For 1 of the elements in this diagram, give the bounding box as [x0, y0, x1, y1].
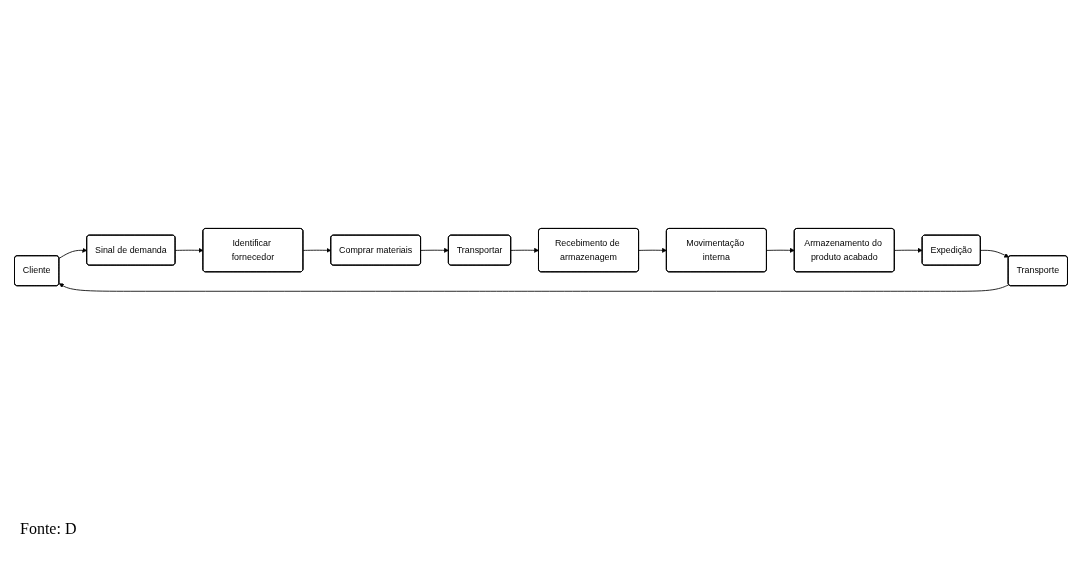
source-note: Fonte: D [20, 520, 77, 538]
